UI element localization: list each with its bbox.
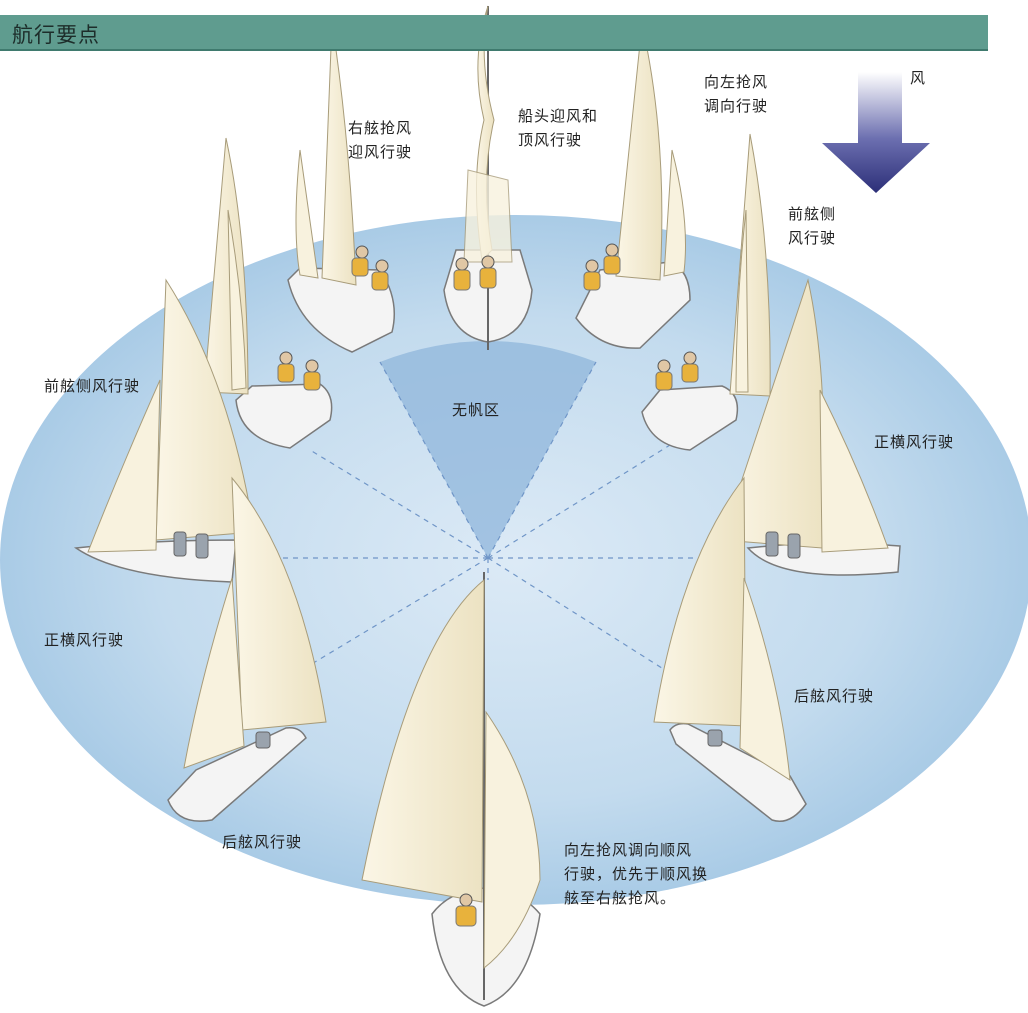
wind-arrow-icon bbox=[822, 72, 930, 193]
label-beam-reach-right: 正横风行驶 bbox=[874, 433, 955, 451]
no-go-zone-label: 无帆区 bbox=[452, 401, 501, 419]
boat-head-to-wind bbox=[443, 5, 533, 350]
header-bar: 航行要点 bbox=[0, 15, 988, 51]
boat-broad-reach-right bbox=[653, 476, 807, 822]
boat-running bbox=[361, 572, 541, 1007]
no-go-zone bbox=[380, 341, 596, 558]
label-close-hauled-port: 向左抢风 调向行驶 bbox=[704, 73, 769, 115]
label-broad-reach-right: 后舷风行驶 bbox=[794, 687, 875, 705]
label-broad-reach-left: 后舷风行驶 bbox=[222, 833, 303, 851]
label-close-hauled-starboard: 右舷抢风 迎风行驶 bbox=[348, 119, 413, 161]
boat-close-reach-right bbox=[641, 133, 771, 451]
boat-beam-reach-right bbox=[721, 278, 901, 576]
boat-broad-reach-left bbox=[167, 476, 327, 822]
boat-close-hauled-starboard bbox=[287, 21, 395, 353]
page-title: 航行要点 bbox=[12, 23, 100, 47]
wind-label: 风 bbox=[910, 69, 927, 87]
label-head-to-wind: 船头迎风和 顶风行驶 bbox=[518, 107, 599, 149]
label-close-reach-left: 前舷侧风行驶 bbox=[44, 377, 141, 395]
boat-close-reach-left bbox=[203, 137, 333, 449]
label-running: 向左抢风调向顺风 行驶，优先于顺风换 舷至右舷抢风。 bbox=[564, 841, 709, 907]
boat-beam-reach-left bbox=[73, 278, 255, 583]
label-beam-reach-left: 正横风行驶 bbox=[44, 631, 125, 649]
label-close-reach-right: 前舷侧 风行驶 bbox=[788, 205, 837, 247]
boat-close-hauled-port bbox=[575, 23, 691, 349]
